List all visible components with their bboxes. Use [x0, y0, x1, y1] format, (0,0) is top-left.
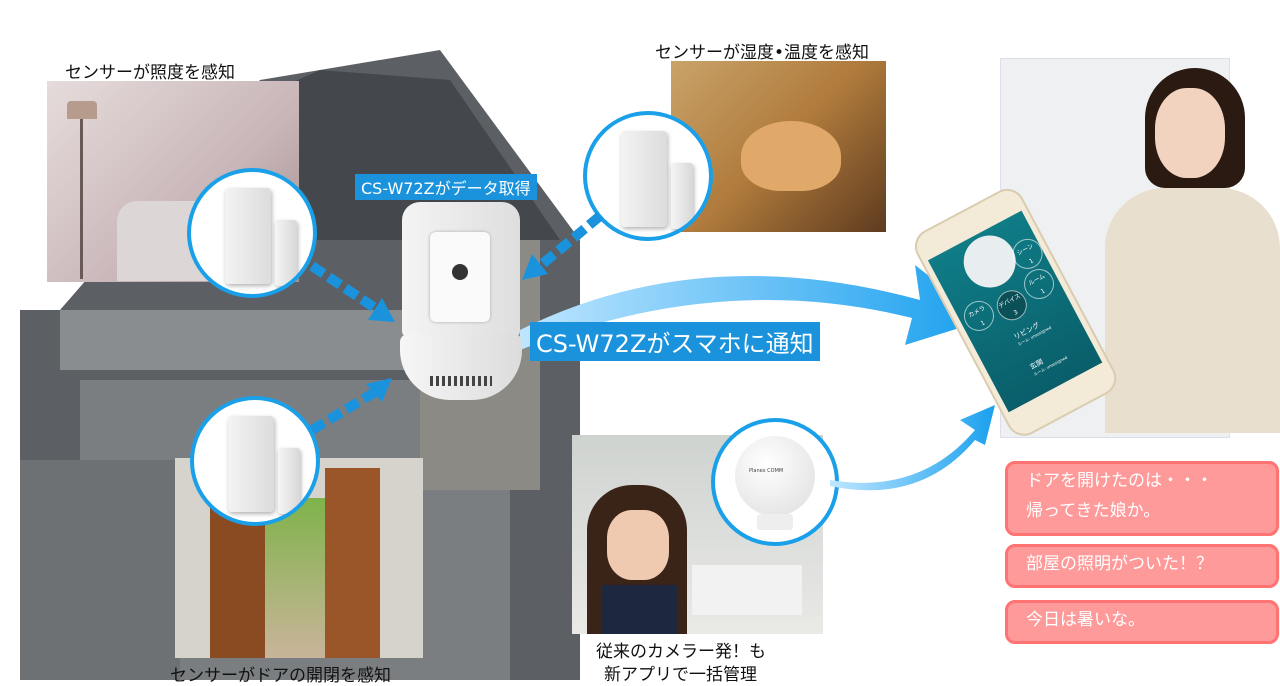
sleeping-cat-photo: [671, 61, 886, 232]
sensor-magnet: [275, 220, 297, 286]
sensor-device: [228, 416, 274, 512]
caption-humidity-temp: センサーが湿度•温度を感知: [655, 43, 870, 63]
caption-illuminance: センサーが照度を感知: [65, 63, 235, 83]
sensor-circle-humidity: [583, 111, 713, 241]
sensor-circle-door: [190, 396, 320, 526]
caption-camera-line2: 新アプリで一括管理: [604, 665, 757, 685]
sensor-device: [621, 131, 667, 227]
bubble-door: ドアを開けたのは・・・帰ってきた娘か。: [1005, 461, 1279, 536]
sensor-magnet: [278, 448, 300, 514]
label-data-acquire: CS-W72Zがデータ取得: [355, 174, 537, 200]
caption-camera-line1: 従来のカメラー発！も: [596, 642, 766, 662]
device-row[interactable]: リビングルーム: unassigned: [1012, 321, 1053, 347]
woman-photo: [1085, 68, 1280, 433]
device-row[interactable]: 玄関ルーム: unassigned: [1028, 354, 1069, 377]
caption-door: センサーがドアの開閉を感知: [170, 666, 391, 686]
sensor-circle-illuminance: [187, 168, 317, 298]
bubble-light: 部屋の照明がついた！？: [1005, 544, 1279, 588]
bubble-hot: 今日は暑いな。: [1005, 600, 1279, 644]
label-notify: CS-W72Zがスマホに通知: [530, 322, 820, 361]
cs-w72z-hub: [400, 202, 522, 400]
sensor-device: [225, 188, 271, 284]
sensor-magnet: [671, 163, 693, 229]
camera-brand: Planex COMM: [749, 468, 784, 474]
